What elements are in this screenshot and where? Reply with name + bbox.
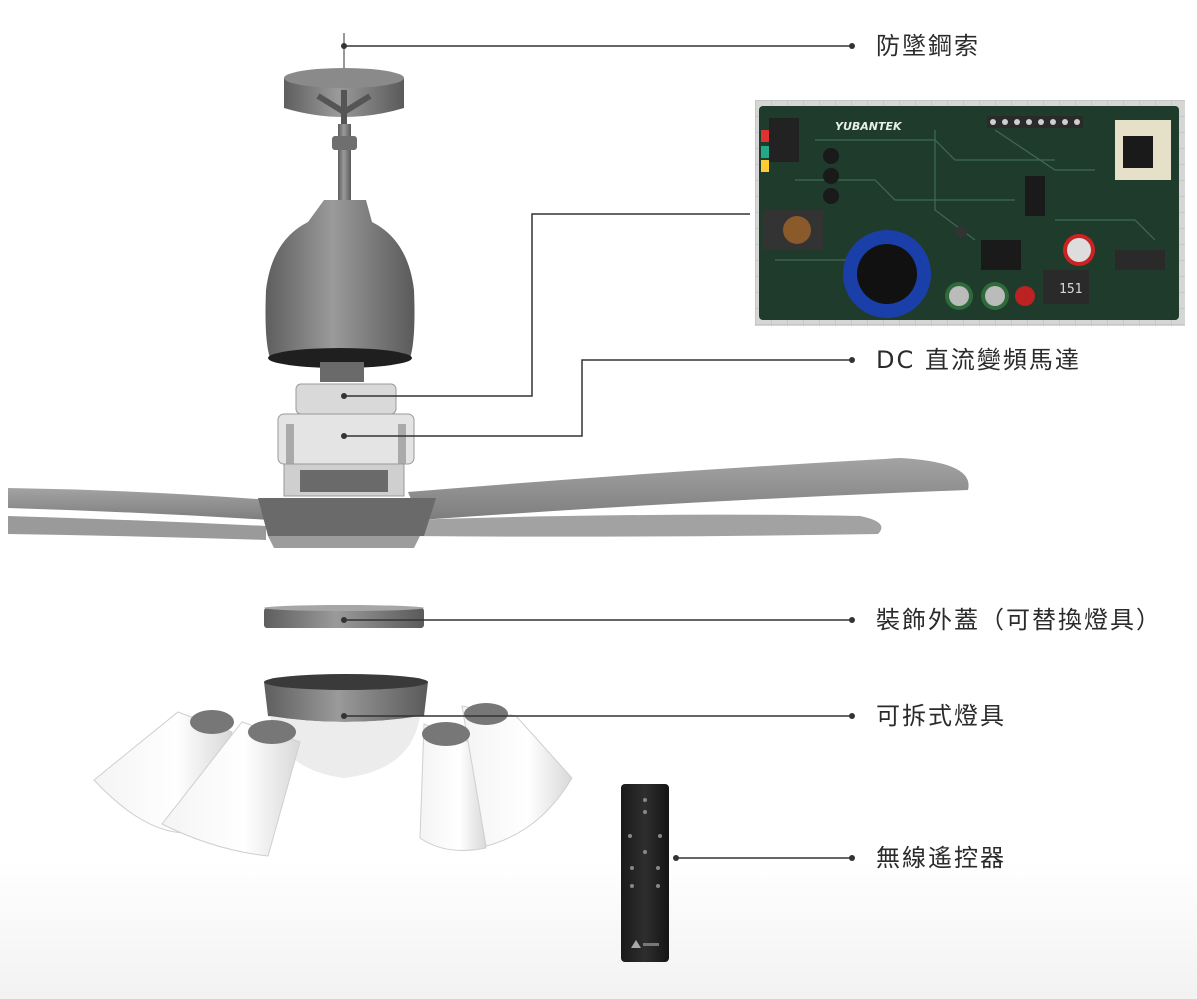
remote-control [621,784,669,962]
pcb-inductor-code: 151 [1059,282,1083,297]
ceiling-canopy [284,68,404,124]
label-safety-cable: 防墜鋼索 [876,32,980,60]
light-kit [93,674,573,857]
label-decor-cover: 裝飾外蓋（可替換燈具） [876,606,1162,634]
pcb-brand-text: YUBANTEK [835,120,902,133]
fan-blades [8,458,969,548]
pcb-illustration [755,100,1185,326]
pcb-circuit-board-photo: YUBANTEK 151 [755,100,1185,326]
leader-lines [344,45,852,859]
leader-dots [341,43,855,861]
motor-housing [265,200,415,382]
label-light-kit: 可拆式燈具 [876,702,1006,730]
label-dc-motor: DC 直流變頻馬達 [876,346,1081,374]
label-remote: 無線遙控器 [876,844,1006,872]
decorative-cover [264,605,424,628]
dc-motor-unit [277,383,415,497]
